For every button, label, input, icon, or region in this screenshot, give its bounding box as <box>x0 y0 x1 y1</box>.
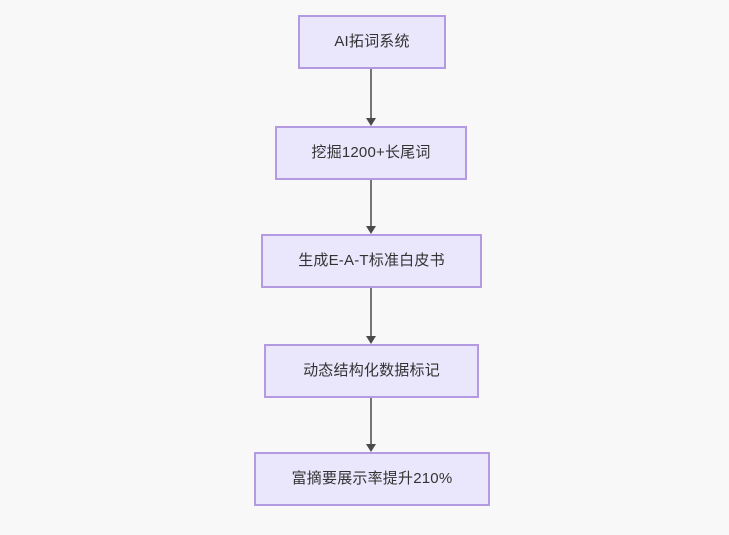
flow-node-1[interactable]: AI拓词系统 <box>298 15 446 69</box>
flow-edge-1 <box>366 69 376 126</box>
flow-node-5[interactable]: 富摘要展示率提升210% <box>254 452 490 506</box>
flow-edge-1-line <box>370 69 372 118</box>
flow-edge-3 <box>366 288 376 344</box>
flow-edge-3-arrowhead <box>366 336 376 344</box>
flow-edge-4-line <box>370 398 372 444</box>
flow-edge-4-arrowhead <box>366 444 376 452</box>
flow-node-3-label: 生成E-A-T标准白皮书 <box>298 252 445 269</box>
flow-node-2[interactable]: 挖掘1200+长尾词 <box>275 126 467 180</box>
flow-edge-2-arrowhead <box>366 226 376 234</box>
flow-node-4-label: 动态结构化数据标记 <box>303 362 440 379</box>
flow-node-3[interactable]: 生成E-A-T标准白皮书 <box>261 234 482 288</box>
flow-node-1-label: AI拓词系统 <box>334 33 410 50</box>
flow-edge-4 <box>366 398 376 452</box>
flow-edge-2-line <box>370 180 372 226</box>
flow-edge-1-arrowhead <box>366 118 376 126</box>
flow-node-4[interactable]: 动态结构化数据标记 <box>264 344 479 398</box>
flow-node-2-label: 挖掘1200+长尾词 <box>311 144 431 161</box>
flow-edge-3-line <box>370 288 372 336</box>
flow-edge-2 <box>366 180 376 234</box>
flow-node-5-label: 富摘要展示率提升210% <box>291 470 453 487</box>
